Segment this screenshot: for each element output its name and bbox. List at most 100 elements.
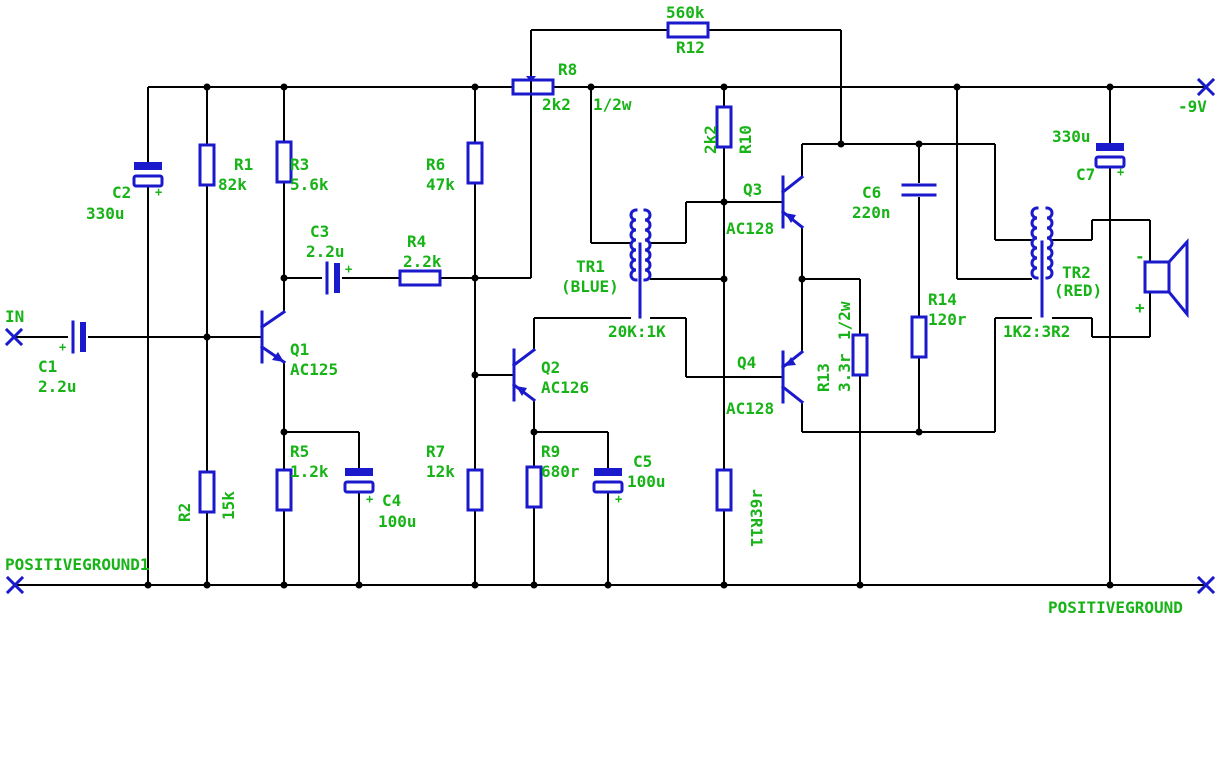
q3-value: AC128 [726,219,774,238]
transformer-tr1-symbol[interactable] [629,208,652,319]
c5-value: 100u [627,472,666,491]
ground-left-label: POSITIVEGROUND1 [5,555,150,574]
r8-rating: 1/2w [593,95,632,114]
r13-ref: R13 [814,363,833,392]
tr1-ratio: 20K:1K [608,322,666,341]
r9-ref: R9 [541,442,560,461]
in-port-marker[interactable] [4,327,24,347]
resistor-r12-symbol[interactable] [666,21,710,39]
r5-value: 1.2k [290,462,329,481]
transistor-q3-symbol[interactable] [780,174,805,230]
resistor-r5-symbol[interactable] [275,468,293,512]
supply-label: -9V [1178,97,1207,116]
c3-ref: C3 [310,222,329,241]
c2-value: 330u [86,204,125,223]
transformer-tr2-symbol[interactable] [1030,206,1054,318]
transistor-q1-symbol[interactable] [259,309,287,365]
r4-ref: R4 [407,232,426,251]
q2-value: AC126 [541,378,589,397]
c6-value: 220n [852,203,891,222]
q1-value: AC125 [290,360,338,379]
r4-value: 2.2k [403,252,442,271]
r7-ref: R7 [426,442,445,461]
c2-plus: + [155,185,162,199]
q4-value: AC128 [726,399,774,418]
in-label: IN [5,307,24,326]
labels: IN -9V POSITIVEGROUND1 POSITIVEGROUND C1… [5,3,1207,617]
c5-ref: C5 [633,452,652,471]
tr1-ref: TR1 [576,257,605,276]
resistor-r3-symbol[interactable] [275,140,293,184]
r12-ref: R12 [676,38,705,57]
r2-ref: R2 [175,503,194,522]
capacitor-c4-symbol[interactable] [343,466,375,494]
potentiometer-r8-symbol[interactable] [511,76,555,96]
junction-dots [144,83,1114,589]
resistor-r4-symbol[interactable] [398,269,442,287]
tr2-color: (RED) [1054,281,1102,300]
wires [15,29,1205,586]
c2-ref: C2 [112,183,131,202]
r13-value: 3.3r [835,353,854,392]
q1-ref: Q1 [290,340,309,359]
c5-plus: + [615,492,622,506]
r14-ref: R14 [928,290,957,309]
speaker-minus: - [1135,247,1145,266]
r3-value: 5.6k [290,175,329,194]
resistor-r9-symbol[interactable] [525,465,543,509]
c4-plus: + [366,492,373,506]
c4-ref: C4 [382,491,401,510]
resistor-r7-symbol[interactable] [466,468,484,512]
resistor-r11-symbol[interactable] [715,468,733,512]
c7-plus: + [1117,165,1124,179]
resistor-r13-symbol[interactable] [851,333,869,377]
ground-right-port-marker[interactable] [1196,575,1216,595]
r10-ref: R10 [736,125,755,154]
supply-port-marker[interactable] [1196,77,1216,97]
speaker-plus: + [1135,298,1145,317]
r10-value: 2k2 [701,125,720,154]
resistor-r1-symbol[interactable] [198,143,216,187]
r1-value: 82k [218,175,247,194]
r7-value: 12k [426,462,455,481]
tr2-ratio: 1K2:3R2 [1003,322,1070,341]
resistor-r14-symbol[interactable] [910,315,928,359]
r2-value: 15k [219,491,238,520]
resistor-r2-symbol[interactable] [198,470,216,514]
c3-plus: + [345,262,352,276]
r11-ref: R11 [747,518,766,547]
capacitor-c3-symbol[interactable] [325,261,342,295]
c1-ref: C1 [38,357,57,376]
tr1-color: (BLUE) [561,277,619,296]
r1-ref: R1 [234,155,253,174]
ground-left-port-marker[interactable] [5,575,25,595]
capacitor-c5-symbol[interactable] [592,466,624,494]
r14-value: 120r [928,310,967,329]
c1-plus: + [59,340,66,354]
r12-value: 560k [666,3,705,22]
r5-ref: R5 [290,442,309,461]
c4-value: 100u [378,512,417,531]
capacitor-c7-symbol[interactable] [1094,141,1126,169]
c7-ref: C7 [1076,165,1095,184]
tr2-ref: TR2 [1062,263,1091,282]
speaker-symbol[interactable] [1143,238,1189,319]
r11-value: 39r [747,489,766,518]
c1-value: 2.2u [38,377,77,396]
r8-value: 2k2 [542,95,571,114]
r8-ref: R8 [558,60,577,79]
resistor-r6-symbol[interactable] [466,141,484,185]
r9-value: 680r [541,462,580,481]
capacitor-c6-symbol[interactable] [901,183,937,197]
capacitor-c1-symbol[interactable] [71,320,88,354]
c7-value: 330u [1052,127,1091,146]
r6-ref: R6 [426,155,445,174]
ground-right-label: POSITIVEGROUND [1048,598,1183,617]
r3-ref: R3 [290,155,309,174]
r13-rating: 1/2w [835,301,854,340]
q3-ref: Q3 [743,180,762,199]
transistor-q4-symbol[interactable] [780,349,805,405]
capacitor-c2-symbol[interactable] [132,160,164,188]
transistor-q2-symbol[interactable] [511,347,537,403]
